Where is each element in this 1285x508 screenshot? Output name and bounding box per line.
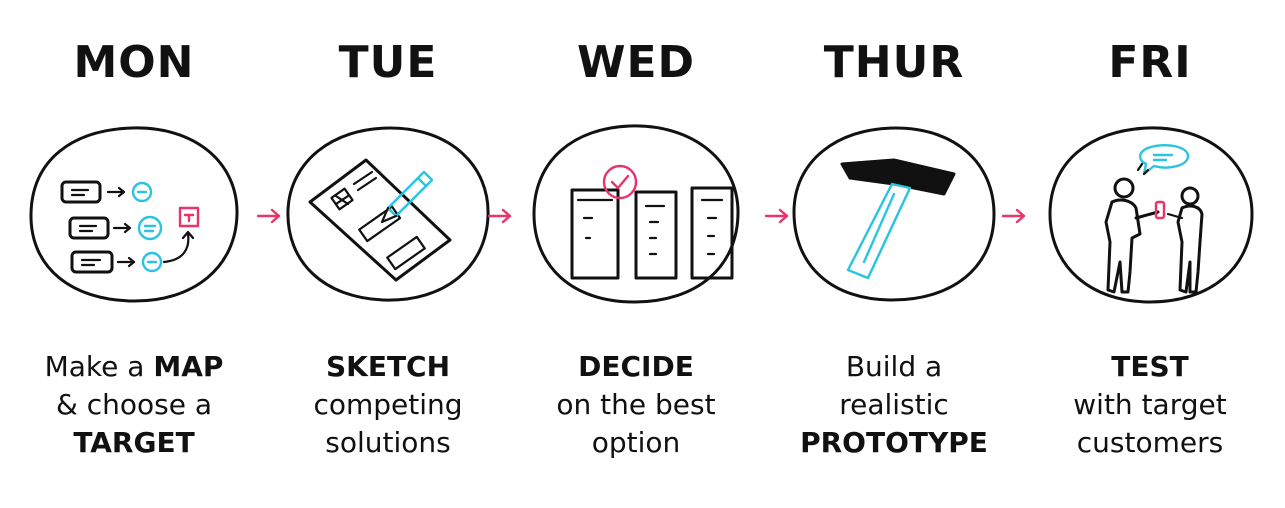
arrow-right-icon: [1001, 208, 1026, 224]
arrow-right-icon: [764, 208, 789, 224]
arrow-right-icon: [256, 208, 281, 224]
day-title-fri: FRI: [1108, 37, 1192, 88]
sketch-icon: [278, 122, 498, 306]
day-title-mon: MON: [73, 37, 195, 88]
map-icon: [24, 122, 244, 306]
caption-thur: Build a realistic PROTOTYPE: [800, 350, 988, 459]
day-tue: TUE SKETCH competing solutions: [263, 0, 513, 462]
prototype-hammer-icon: [784, 122, 1004, 306]
day-title-thur: THUR: [823, 37, 965, 88]
test-people-icon: [1040, 122, 1260, 306]
caption-mon: Make a MAP & choose a TARGET: [44, 350, 224, 459]
decide-icon: [526, 122, 746, 306]
day-title-wed: WED: [576, 37, 696, 88]
arrow-right-icon: [487, 208, 512, 224]
day-wed: WED DECIDE on the best option: [511, 0, 761, 462]
caption-tue: SKETCH competing solutions: [313, 350, 463, 459]
day-title-tue: TUE: [338, 37, 438, 88]
day-thur: THUR Build a realistic PROTOTYPE: [769, 0, 1019, 462]
caption-fri: TEST with target customers: [1073, 350, 1227, 459]
day-fri: FRI TEST with target customers: [1025, 0, 1275, 462]
caption-wed: DECIDE on the best option: [556, 350, 716, 459]
day-mon: MON Make a MAP & choose a TARGET: [9, 0, 259, 462]
